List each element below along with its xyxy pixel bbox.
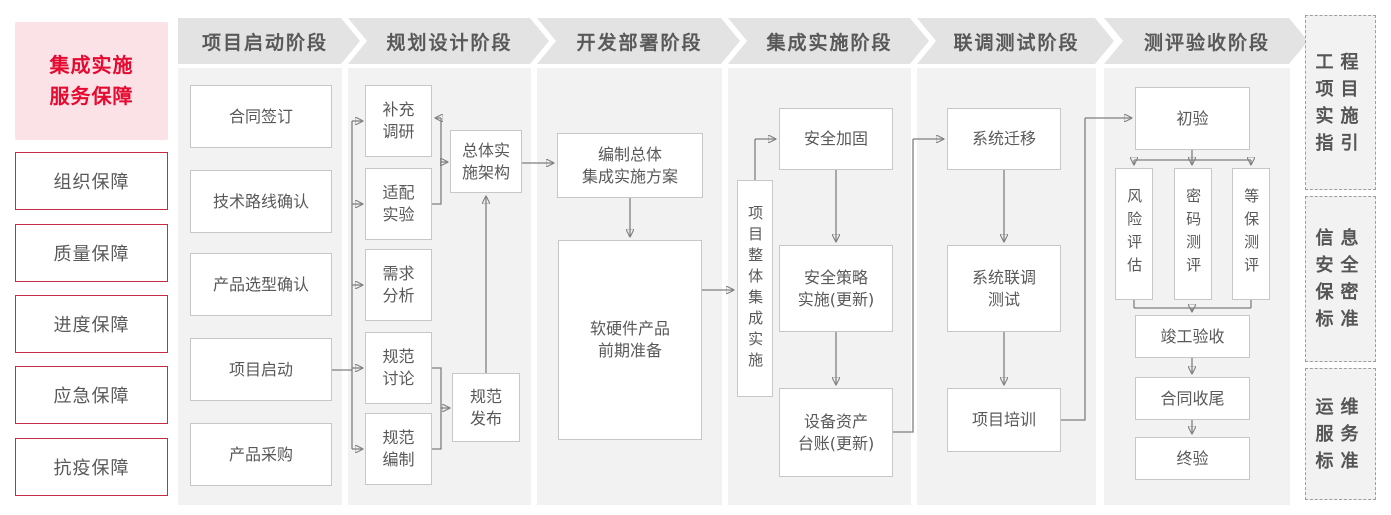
node-label: 软硬件产品 前期准备	[589, 319, 670, 360]
standard-label: 信息 安全 保密 标准	[1315, 228, 1366, 330]
legend-item-quality: 质量保障	[15, 224, 168, 282]
node-risk-assessment: 风险评估	[1115, 168, 1153, 300]
phase-label: 开发部署阶段	[576, 31, 703, 54]
legend-item-organization: 组织保障	[15, 152, 168, 210]
node-label: 产品选型确认	[212, 274, 309, 294]
phase-header-development: 开发部署阶段	[537, 18, 740, 64]
node-requirement-analysis: 需求 分析	[365, 249, 432, 321]
node-label: 需求 分析	[382, 264, 415, 305]
node-label: 合同签订	[228, 106, 293, 126]
node-label: 系统迁移	[971, 129, 1036, 149]
node-initial-acceptance: 初验	[1135, 87, 1250, 150]
legend-item-label: 进度保障	[53, 315, 130, 336]
legend-item-schedule: 进度保障	[15, 295, 168, 353]
legend-item-label: 质量保障	[53, 244, 130, 265]
node-product-purchase: 产品采购	[190, 423, 332, 486]
node-system-migration: 系统迁移	[947, 108, 1061, 170]
node-label: 设备资产 台账(更新)	[797, 411, 875, 453]
legend-item-label: 应急保障	[53, 386, 130, 407]
node-label: 终验	[1176, 448, 1209, 468]
phase-header-acceptance: 测评验收阶段	[1104, 18, 1308, 64]
node-contract-signing: 合同签订	[190, 85, 332, 148]
node-adaptation-test: 适配 实验	[365, 168, 432, 240]
node-label: 适配 实验	[382, 183, 415, 224]
node-system-joint-test: 系统联调 测试	[947, 245, 1061, 332]
phase-label: 联调测试阶段	[953, 31, 1080, 54]
node-overall-project-integration: 项目整体集成实施	[737, 180, 773, 397]
node-hw-sw-preparation: 软硬件产品 前期准备	[558, 240, 702, 440]
standard-ops-maintenance-service: 运维 服务 标准	[1305, 368, 1376, 500]
node-security-hardening: 安全加固	[779, 108, 893, 170]
node-label: 项目培训	[971, 410, 1036, 430]
node-project-training: 项目培训	[947, 388, 1061, 452]
node-label: 技术路线确认	[212, 191, 309, 211]
node-spec-discussion: 规范 讨论	[365, 332, 432, 404]
node-final-acceptance: 终验	[1135, 437, 1250, 480]
node-overall-architecture: 总体实 施架构	[450, 130, 522, 193]
node-spec-drafting: 规范 编制	[365, 413, 432, 485]
standard-info-security-confidentiality: 信息 安全 保密 标准	[1305, 196, 1376, 362]
node-label: 风险评估	[1125, 188, 1144, 280]
node-label: 规范 讨论	[382, 347, 415, 388]
legend-item-epidemic: 抗疫保障	[15, 438, 168, 496]
node-product-selection: 产品选型确认	[190, 253, 332, 316]
node-label: 竣工验收	[1160, 326, 1225, 346]
node-label: 总体实 施架构	[461, 140, 510, 182]
node-mlps-evaluation: 等保测评	[1232, 168, 1270, 300]
phase-label: 规划设计阶段	[386, 31, 513, 54]
node-completion-acceptance: 竣工验收	[1135, 315, 1250, 358]
node-label: 项目整体集成实施	[746, 204, 765, 373]
node-label: 规范 编制	[382, 428, 415, 469]
phase-header-planning: 规划设计阶段	[348, 18, 549, 64]
node-security-policy: 安全策略 实施(更新)	[779, 245, 893, 332]
phase-header-startup: 项目启动阶段	[178, 18, 360, 64]
standard-label: 运维 服务 标准	[1315, 396, 1366, 472]
node-label: 安全策略 实施(更新)	[797, 267, 875, 309]
node-label: 密码测评	[1184, 188, 1203, 280]
legend-item-label: 抗疫保障	[53, 458, 130, 479]
node-label: 项目启动	[228, 359, 293, 379]
phase-label: 项目启动阶段	[201, 31, 328, 54]
node-label: 补充 调研	[382, 100, 415, 141]
node-label: 产品采购	[228, 444, 293, 464]
phase-header-testing: 联调测试阶段	[917, 18, 1114, 64]
node-supplementary-research: 补充 调研	[365, 85, 432, 157]
node-spec-release: 规范 发布	[452, 373, 520, 442]
phase-header-integration: 集成实施阶段	[728, 18, 929, 64]
node-label: 初验	[1176, 108, 1209, 128]
node-asset-ledger: 设备资产 台账(更新)	[779, 388, 893, 477]
legend-title-text: 集成实施 服务保障	[49, 53, 134, 108]
node-overall-integration-plan: 编制总体 集成实施方案	[557, 133, 703, 198]
node-label: 规范 发布	[469, 386, 502, 428]
node-contract-closure: 合同收尾	[1135, 377, 1250, 420]
node-label: 合同收尾	[1160, 388, 1225, 408]
node-tech-route-confirm: 技术路线确认	[190, 170, 332, 233]
node-project-kickoff: 项目启动	[190, 338, 332, 401]
legend-item-emergency: 应急保障	[15, 366, 168, 424]
node-crypto-evaluation: 密码测评	[1174, 168, 1212, 300]
node-label: 等保测评	[1242, 188, 1261, 280]
node-label: 安全加固	[803, 129, 868, 149]
node-label: 编制总体 集成实施方案	[581, 144, 678, 186]
standard-project-implementation-guide: 工程 项目 实施 指引	[1305, 15, 1376, 190]
phase-label: 集成实施阶段	[766, 31, 893, 54]
standard-label: 工程 项目 实施 指引	[1315, 51, 1366, 154]
phase-label: 测评验收阶段	[1143, 31, 1270, 54]
legend-item-label: 组织保障	[53, 172, 130, 193]
legend-title: 集成实施 服务保障	[15, 22, 168, 140]
node-label: 系统联调 测试	[971, 267, 1036, 309]
